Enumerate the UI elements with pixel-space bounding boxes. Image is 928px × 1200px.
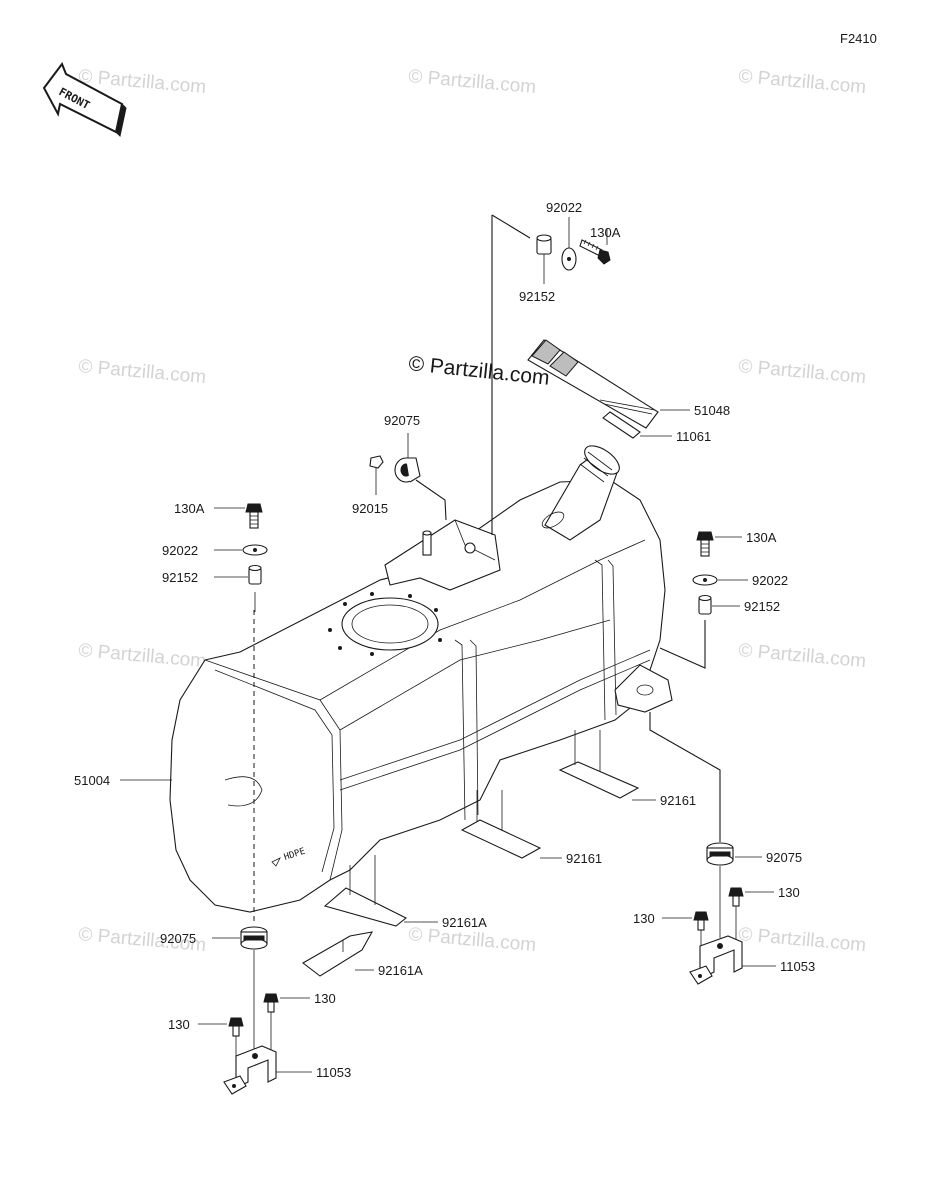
leader-line [491,214,531,239]
plate-51048 [527,339,659,429]
pad-92161-right [558,761,640,799]
bolt-130-left-upper [263,993,279,1013]
label-92075-right: 92075 [766,850,802,865]
bolt-130-right-upper [728,887,744,907]
leader-line [415,479,447,521]
label-130-right-lower: 130 [633,911,655,926]
label-92022-right: 92022 [752,573,788,588]
leader-line [659,620,706,669]
label-92161-right: 92161 [660,793,696,808]
watermark: © Partzilla.com [408,66,537,98]
label-92075-left: 92075 [160,931,196,946]
collar-92152-right [698,594,712,615]
label-130A-right: 130A [746,530,777,545]
label-51048: 51048 [694,403,730,418]
gasket-11061 [602,411,641,439]
label-92161A-lower: 92161A [378,963,423,978]
watermark: © Partzilla.com [738,924,867,956]
leader-line [649,712,721,842]
label-92015: 92015 [352,501,388,516]
label-11053-left: 11053 [316,1065,351,1080]
label-92022-left: 92022 [162,543,198,558]
label-11061: 11061 [676,429,711,444]
bolt-130A-top [579,239,611,265]
grommet-92075-right [706,842,734,866]
pad-92161-mid [460,819,542,859]
bolt-130-right-lower [693,911,709,931]
label-130-right-upper: 130 [778,885,800,900]
bracket-11053-left [223,1045,277,1095]
watermark: © Partzilla.com [78,356,207,388]
watermark: © Partzilla.com [738,66,867,98]
label-11053-right: 11053 [780,959,815,974]
label-130-left-lower: 130 [168,1017,190,1032]
label-130A-left: 130A [174,501,205,516]
label-130-left-upper: 130 [314,991,336,1006]
label-92152-right: 92152 [744,599,780,614]
pad-92161A-lower [302,931,374,977]
label-92152-top: 92152 [519,289,555,304]
label-92161A-upper: 92161A [442,915,487,930]
grommet-92075-top [394,457,421,483]
collar-92152-left [248,564,262,585]
label-92161-mid: 92161 [566,851,602,866]
bolt-130-left-lower [228,1017,244,1037]
bracket-11053-right [689,935,743,985]
label-51004: 51004 [74,773,110,788]
bolt-130A-left [245,503,263,529]
label-92075-top: 92075 [384,413,420,428]
watermark: © Partzilla.com [738,640,867,672]
fuel-tank-51004: HDPE [169,445,673,913]
label-130A-top: 130A [590,225,621,240]
label-92152-left: 92152 [162,570,198,585]
nut-92015 [369,455,384,469]
grommet-92075-left [240,926,268,950]
label-92022-top: 92022 [546,200,582,215]
watermark: © Partzilla.com [78,640,207,672]
collar-92152-top [536,234,552,255]
pad-92161A-upper [323,887,408,927]
bolt-130A-right [696,531,714,557]
watermark: © Partzilla.com [738,356,867,388]
figure-code: F2410 [840,31,877,46]
